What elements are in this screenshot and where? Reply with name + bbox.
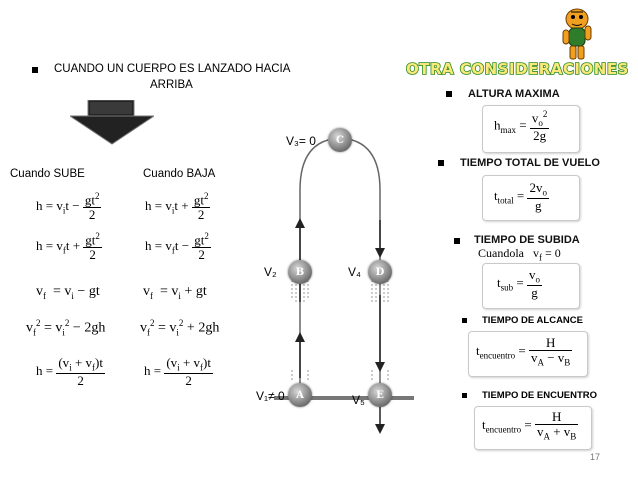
ball-d: D	[368, 260, 392, 284]
ball-e: E	[368, 383, 392, 407]
trajectory-diagram	[274, 137, 414, 434]
heading-tiempo-encuentro: TIEMPO DE ENCUENTRO	[482, 390, 598, 401]
label-v5: V₅	[352, 393, 365, 407]
bullet-marker	[438, 160, 444, 166]
heading-tiempo-total: TIEMPO TOTAL DE VUELO	[460, 157, 600, 169]
ground-line	[274, 396, 414, 400]
down-arrow-icon	[375, 248, 385, 258]
down-arrow-icon	[375, 424, 385, 434]
bullet-marker	[462, 318, 467, 323]
bullet-marker	[446, 91, 452, 97]
heading-tiempo-alcance: TIEMPO DE ALCANCE	[482, 315, 583, 326]
bullet-marker	[462, 393, 467, 398]
eq-baja-vf2: vf2 = vi2 + 2gh	[140, 318, 220, 338]
ball-c: C	[328, 128, 352, 152]
formula-box-ttotal	[482, 175, 580, 221]
formula-box-talcance	[468, 331, 588, 377]
up-arrow-icon	[295, 218, 305, 228]
bullet-marker	[32, 67, 38, 73]
down-arrow-icon	[375, 362, 385, 372]
ball-a: A	[288, 383, 312, 407]
label-v4: V₄	[348, 265, 361, 279]
down-arrow-icon	[70, 100, 154, 145]
up-arrow-icon	[295, 332, 305, 342]
label-v3: V₃= 0	[286, 134, 316, 148]
eq-sube-vf: vf = vi − gt	[36, 284, 100, 301]
heading-cuando-sube: Cuando SUBE	[10, 168, 85, 180]
eq-sube-vf2: vf2 = vi2 − 2gh	[26, 318, 106, 338]
page-number: 17	[590, 452, 601, 462]
eq-baja-vf: vf = vi + gt	[143, 284, 207, 301]
cuandola-text: Cuandola vf = 0	[478, 246, 561, 263]
label-v2: V₂	[264, 265, 277, 279]
label-v1: V₁≠ 0	[256, 389, 285, 403]
tiger-mascot-icon	[562, 8, 592, 60]
intro-text-line2: ARRIBA	[150, 79, 193, 91]
heading-altura-maxima: ALTURA MAXIMA	[468, 88, 560, 100]
page-title: OTRA CONSIDERACIONES	[405, 59, 629, 79]
formula-box-tencuentro	[474, 406, 592, 450]
heading-tiempo-subida: TIEMPO DE SUBIDA	[474, 234, 580, 246]
ball-b: B	[288, 260, 312, 284]
trajectory-path	[299, 137, 381, 385]
heading-cuando-baja: Cuando BAJA	[143, 168, 216, 180]
intro-text-line1: CUANDO UN CUERPO ES LANZADO HACIA	[54, 63, 291, 75]
bullet-marker	[454, 238, 460, 244]
